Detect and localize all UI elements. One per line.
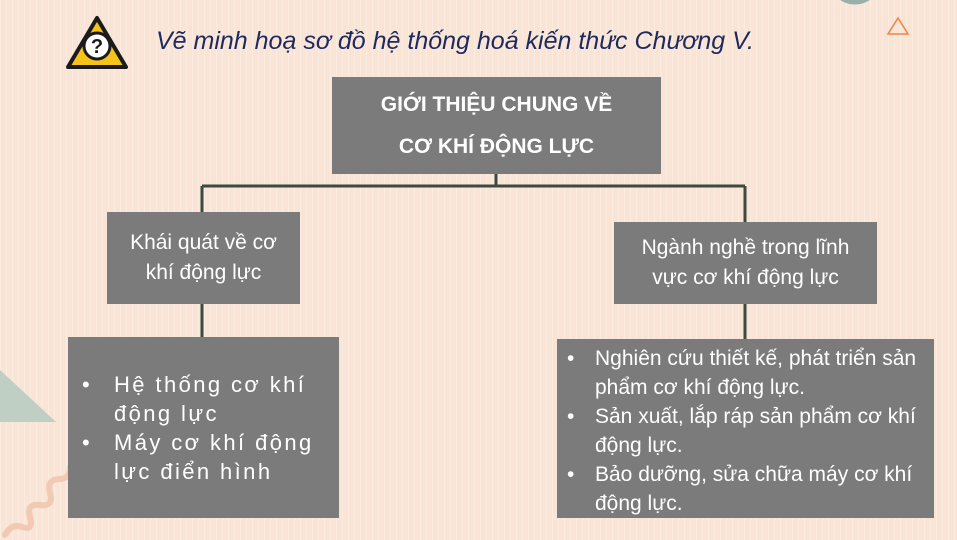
branch-left-heading-line-1: Khái quát về cơ [130, 231, 277, 254]
triangle-outline-decoration [886, 16, 910, 35]
list-item: Hệ thống cơ khí động lực [82, 370, 331, 428]
root-node: GIỚI THIỆU CHUNG VỀ CƠ KHÍ ĐỘNG LỰC [332, 77, 661, 174]
list-item: Máy cơ khí động lực điển hình [82, 428, 331, 486]
branch-right-heading-line-1: Ngành nghề trong lĩnh [641, 236, 850, 259]
corner-ring-decoration [840, 0, 870, 5]
question-warning-icon: ? [66, 16, 128, 69]
root-node-line-2: CƠ KHÍ ĐỘNG LỰC [398, 134, 595, 158]
slide-title: Vẽ minh hoạ sơ đồ hệ thống hoá kiến thức… [156, 27, 754, 55]
branch-left-heading-line-2: khí động lực [145, 261, 262, 284]
branch-right-heading-line-2: vực cơ khí động lực [652, 266, 839, 289]
list-item: Bảo dưỡng, sửa chữa máy cơ khí động lực. [567, 460, 924, 518]
svg-text:?: ? [91, 36, 103, 58]
left-triangle-decoration [0, 370, 56, 422]
branch-right-heading: Ngành nghề trong lĩnh vực cơ khí động lự… [614, 222, 877, 304]
branch-right-list: Nghiên cứu thiết kế, phát triển sản phẩm… [557, 339, 934, 518]
list-item: Sản xuất, lắp ráp sản phẩm cơ khí động l… [567, 402, 924, 460]
squiggle-decoration [2, 464, 73, 538]
list-item: Nghiên cứu thiết kế, phát triển sản phẩm… [567, 344, 924, 402]
branch-left-list: Hệ thống cơ khí động lực Máy cơ khí động… [68, 337, 339, 518]
root-node-line-1: GIỚI THIỆU CHUNG VỀ [380, 92, 613, 116]
branch-left-heading: Khái quát về cơ khí động lực [107, 212, 300, 304]
